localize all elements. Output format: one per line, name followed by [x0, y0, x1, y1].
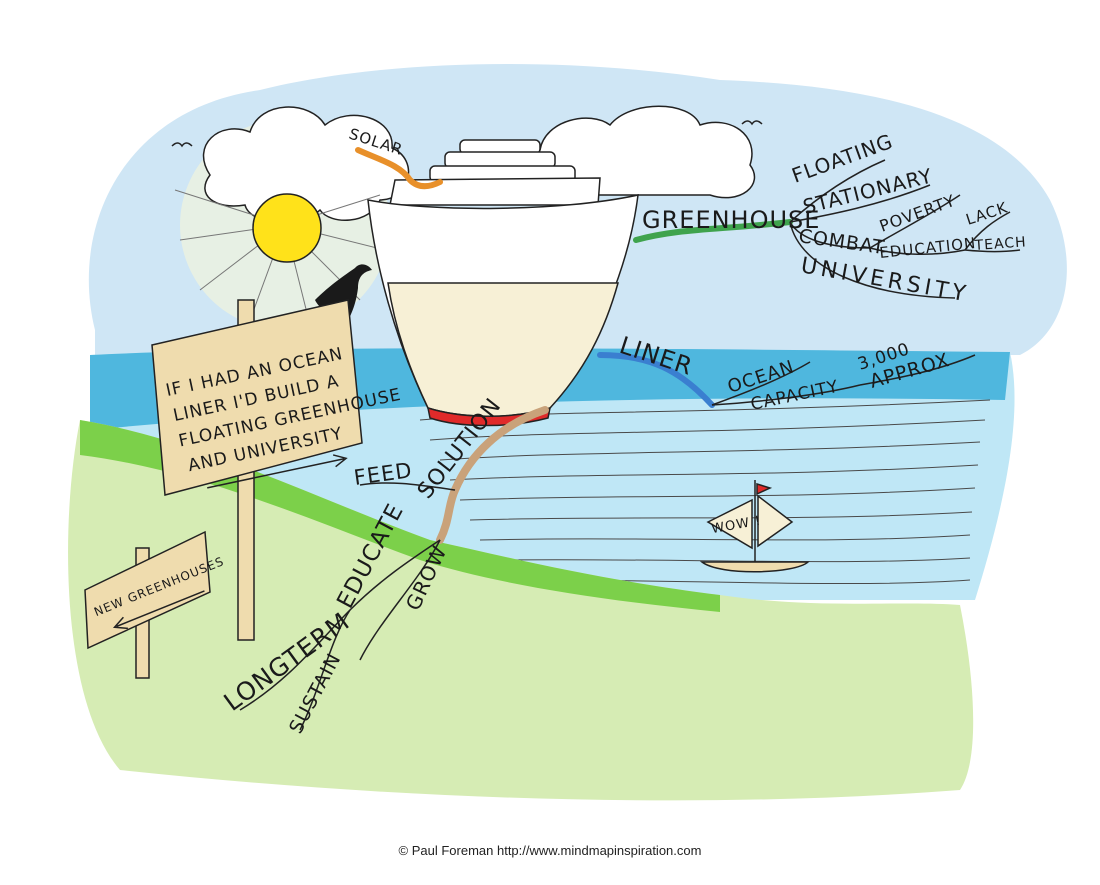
- ship-icon: [367, 139, 639, 427]
- bird-icon: [171, 142, 193, 148]
- bird-icon: [741, 120, 763, 126]
- teach-label: TEACH: [973, 234, 1027, 254]
- small-sign-icon: [84, 530, 211, 679]
- sign-post-icon: [151, 299, 363, 641]
- land-area: [68, 420, 974, 801]
- solar-branch: [355, 147, 443, 190]
- sign-arrow-icon: [207, 454, 348, 489]
- greenhouse-branch: [633, 219, 793, 243]
- liner-branch: [597, 352, 715, 408]
- sub-branch-lines: [239, 159, 1021, 731]
- greenhouse-label: GREENHOUSE: [642, 206, 820, 234]
- sun-icon: [252, 193, 322, 263]
- solution-branch: [436, 406, 549, 544]
- boat-icon: [699, 480, 810, 573]
- copyright-footer: © Paul Foreman http://www.mindmapinspira…: [398, 843, 702, 858]
- small-sign-arrow-icon: [112, 590, 205, 630]
